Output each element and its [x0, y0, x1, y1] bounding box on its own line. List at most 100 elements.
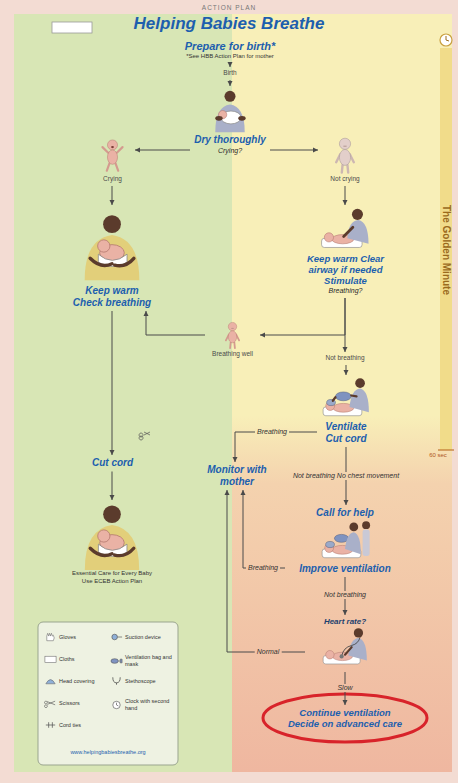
- legend-text: Head covering: [59, 678, 108, 685]
- flow-arrow: [233, 432, 318, 462]
- step-illustration: [306, 627, 384, 669]
- step-illustration: [71, 207, 153, 285]
- flow-arrow: [260, 298, 345, 338]
- step-subtext: Improve ventilation: [286, 563, 404, 575]
- step-text: Not crying: [319, 175, 371, 183]
- equipment-icon: [110, 656, 123, 666]
- illustration-part: [349, 522, 358, 531]
- step-box: Birth: [205, 67, 255, 80]
- step-illustration: [191, 88, 269, 134]
- step-text: Breathing well: [206, 350, 259, 358]
- step-illustration: [206, 320, 259, 350]
- illustration-part: [352, 209, 363, 220]
- illustration-part: [363, 529, 370, 555]
- arrowhead: [343, 200, 348, 205]
- illustration-part: [354, 628, 363, 637]
- illustration-part: [340, 654, 344, 658]
- illustration-part: [342, 637, 360, 656]
- legend-item: Head covering: [44, 676, 108, 686]
- illustration-part: [103, 505, 121, 523]
- equipment-icon: [110, 676, 123, 686]
- flow-arrow: [110, 472, 115, 501]
- arrowhead: [344, 500, 349, 505]
- step-text: Dry thoroughly: [191, 134, 269, 146]
- plan-tag: ACTION PLAN: [202, 4, 256, 12]
- step-subtext: Crying?: [191, 146, 269, 155]
- illustration-part: [228, 331, 236, 343]
- illustration-part: [98, 240, 110, 252]
- illustration-part: [347, 220, 368, 244]
- illustration-part: [46, 722, 55, 728]
- step-box: Not breathing: [313, 352, 377, 365]
- flow-arrow: [228, 80, 233, 86]
- legend-item: Scissors: [44, 698, 108, 708]
- clock-hands: [446, 36, 449, 41]
- illustration-part: [326, 651, 334, 659]
- arrowhead: [343, 347, 348, 352]
- arrowhead: [241, 490, 246, 495]
- illustration-part: [334, 534, 348, 542]
- step-text: Heart rate?: [306, 617, 384, 627]
- step-box: Monitor with mother: [205, 462, 269, 490]
- step-text: Monitor with mother: [206, 464, 268, 487]
- arrowhead: [233, 457, 238, 462]
- step-text: Essential Care for Every Baby Use ECEB A…: [68, 570, 156, 585]
- arrowhead: [110, 495, 115, 500]
- step-text: Continue ventilation Decide on advanced …: [285, 707, 405, 729]
- equipment-icon: [44, 698, 57, 708]
- step-subtext: *See HBB Action Plan for mother: [131, 53, 329, 61]
- edge-label: Slow: [335, 684, 354, 692]
- illustration-part: [98, 530, 110, 542]
- step-box: Heart rate?: [305, 615, 385, 672]
- arrowhead: [344, 370, 349, 375]
- flow-line: [243, 490, 285, 568]
- step-illustration: [286, 519, 404, 563]
- legend-item: Clock with second hand: [110, 698, 174, 711]
- legend-text: Cord ties: [59, 722, 108, 729]
- step-box: Breathing well: [205, 318, 260, 361]
- website: www.helpingbabiesbreathe.org: [70, 749, 145, 756]
- legend-item: Ventilation bag and mask: [110, 654, 174, 667]
- time-mark: 60 sec: [429, 452, 447, 459]
- arrowhead: [225, 490, 230, 495]
- legend-text: Scissors: [59, 700, 108, 707]
- legend-text: Stethoscope: [125, 678, 174, 685]
- step-subtext: Breathing?: [294, 286, 397, 295]
- illustration-part: [107, 140, 117, 150]
- illustration-part: [335, 392, 351, 401]
- arrowhead: [135, 148, 140, 153]
- flow-arrow: [270, 148, 318, 153]
- illustration-part: [102, 147, 122, 171]
- illustration-part: [85, 525, 139, 570]
- illustration-part: [46, 680, 55, 684]
- arrowhead: [110, 200, 115, 205]
- equipment-icon: [44, 676, 57, 686]
- flow-line: [345, 298, 346, 352]
- arrowhead: [228, 81, 233, 86]
- edge-label: Breathing: [246, 564, 280, 572]
- illustration-part: [111, 146, 114, 148]
- arrowhead: [343, 700, 348, 705]
- legend-text: Clock with second hand: [125, 698, 174, 711]
- step-box: Cut cord: [85, 455, 140, 472]
- flow-line: [270, 150, 318, 151]
- illustration-part: [113, 701, 120, 708]
- step-text: Crying: [91, 175, 134, 183]
- step-text: Not breathing: [314, 354, 376, 362]
- illustration-part: [47, 633, 54, 640]
- illustration-part: [107, 150, 117, 164]
- edge-label: Not breathing: [322, 591, 368, 599]
- flow-arrow: [144, 311, 206, 335]
- illustration-part: [215, 116, 222, 121]
- flow-arrow: [225, 490, 306, 652]
- step-illustration: [294, 207, 397, 253]
- legend-text: Cloths: [59, 656, 108, 663]
- step-text: Birth: [206, 69, 254, 77]
- illustration-part: [339, 149, 350, 165]
- equipment-icon: [44, 632, 57, 642]
- edge-label: Normal: [255, 648, 282, 656]
- illustration-part: [90, 258, 134, 265]
- flow-arrow: [241, 490, 286, 568]
- minute-tick: [438, 449, 454, 450]
